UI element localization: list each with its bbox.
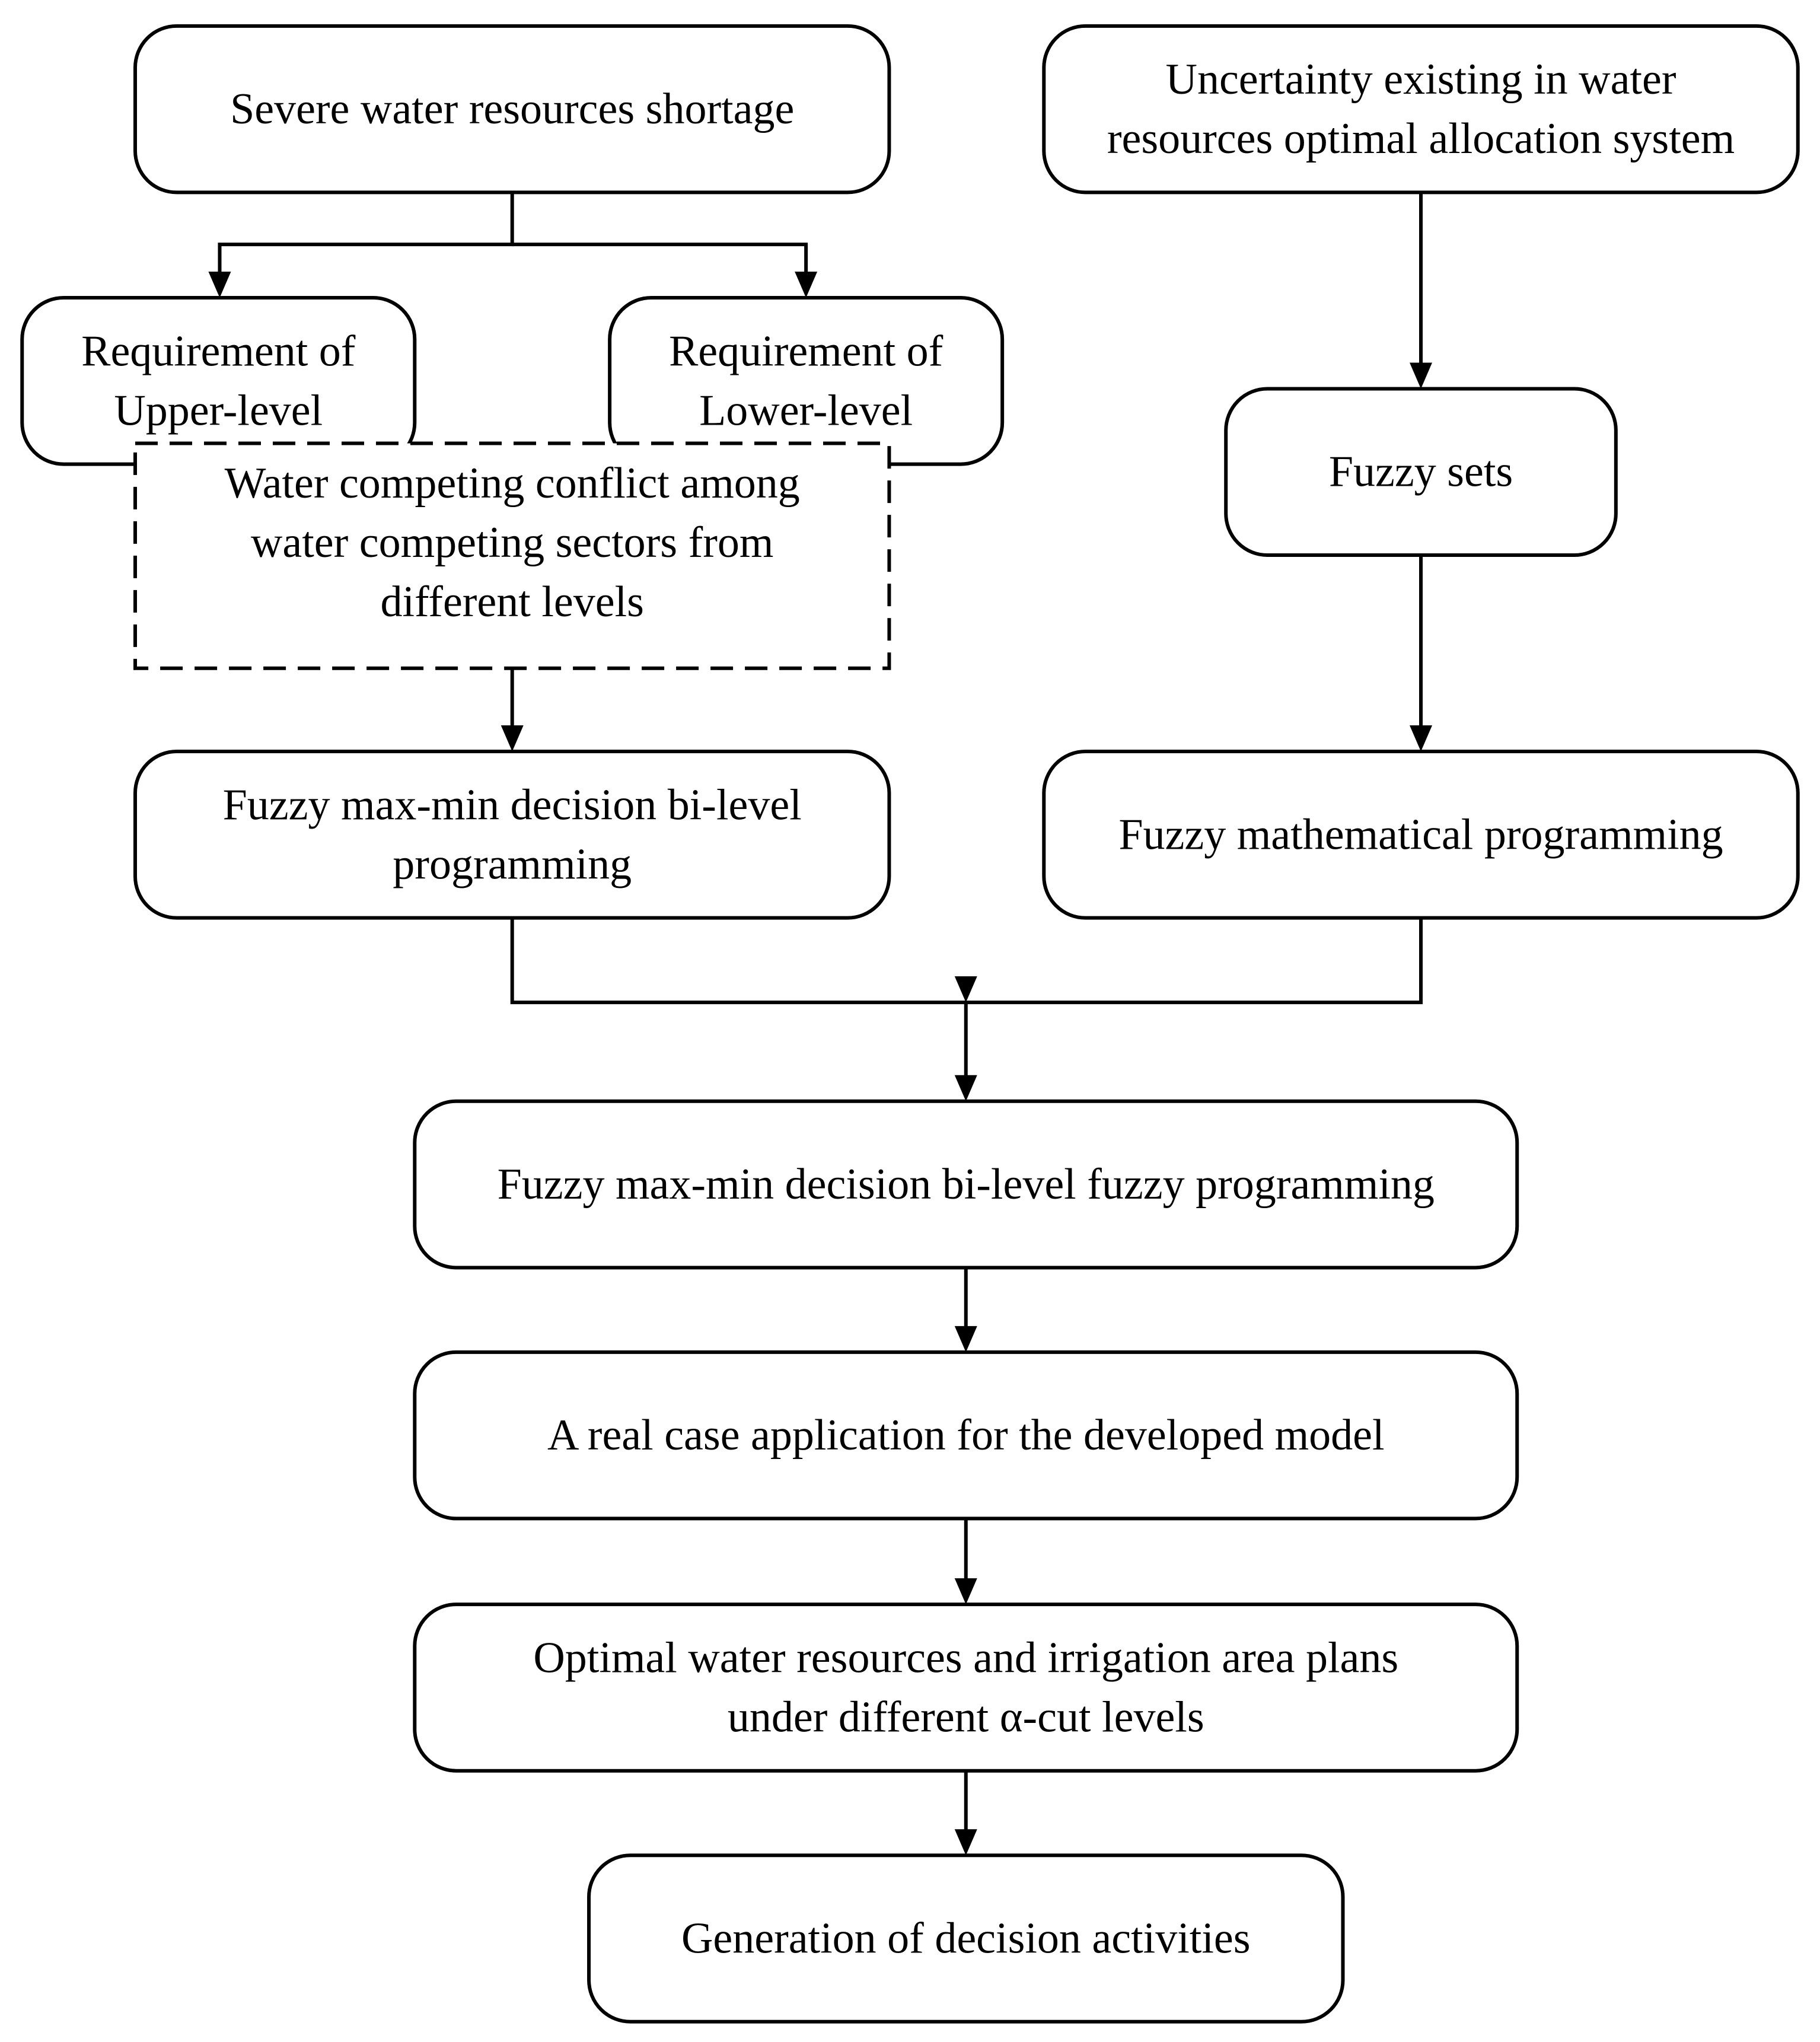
node-label-line: programming xyxy=(393,840,632,888)
node-lower: Requirement of Lower-level xyxy=(608,296,1005,466)
rounded-box xyxy=(133,24,891,195)
arrowhead-icon xyxy=(208,272,231,298)
rounded-box xyxy=(413,1603,1519,1773)
node-label-line: water competing sectors from xyxy=(251,518,774,567)
node-label-line: Severe water resources shortage xyxy=(230,85,794,133)
node-shortage: Severe water resources shortage xyxy=(133,24,891,195)
node-label-line: Uncertainty existing in water xyxy=(1166,55,1676,104)
rounded-box xyxy=(1224,387,1618,558)
arrowhead-icon xyxy=(1410,362,1433,389)
rounded-box xyxy=(413,1350,1519,1521)
edge-shortage-to-lower xyxy=(512,243,808,275)
arrowhead-icon xyxy=(954,976,977,1003)
dashed-box xyxy=(133,441,891,670)
rounded-box xyxy=(1042,750,1800,920)
node-label-line: Fuzzy max-min decision bi-level fuzzy pr… xyxy=(498,1160,1435,1209)
node-case: A real case application for the develope… xyxy=(413,1350,1519,1521)
rounded-box xyxy=(413,1099,1519,1270)
arrowhead-icon xyxy=(954,1829,977,1856)
arrowhead-icon xyxy=(1410,725,1433,752)
arrowhead-icon xyxy=(795,272,818,298)
node-bilevel: Fuzzy max-min decision bi-level programmi… xyxy=(133,750,891,920)
node-uncertainty: Uncertainty existing in water resources o… xyxy=(1042,24,1800,195)
edges-layer xyxy=(208,192,1433,1856)
node-plans: Optimal water resources and irrigation a… xyxy=(413,1603,1519,1773)
node-label-line: under different α-cut levels xyxy=(728,1693,1204,1741)
rounded-box xyxy=(587,1853,1345,2024)
node-label-line: Fuzzy mathematical programming xyxy=(1118,810,1723,859)
node-label-line: Fuzzy max-min decision bi-level xyxy=(223,781,802,829)
node-combined: Fuzzy max-min decision bi-level fuzzy pr… xyxy=(413,1099,1519,1270)
rounded-box xyxy=(20,296,417,466)
edge-bilevel-to-combined xyxy=(510,918,966,1005)
node-label-line: Water competing conflict among xyxy=(225,459,800,508)
arrowhead-icon xyxy=(954,1075,977,1101)
node-upper: Requirement of Upper-level xyxy=(20,296,417,466)
node-label-line: resources optimal allocation system xyxy=(1107,114,1735,163)
node-label-line: Fuzzy sets xyxy=(1329,448,1513,496)
node-label-line: Generation of decision activities xyxy=(681,1914,1251,1963)
arrowhead-icon xyxy=(954,1578,977,1605)
nodes-layer: Severe water resources shortage Uncertain… xyxy=(20,24,1800,2024)
rounded-box xyxy=(133,750,891,920)
node-activities: Generation of decision activities xyxy=(587,1853,1345,2024)
edge-fuzzy_math-to-combined xyxy=(964,918,1423,1078)
rounded-box xyxy=(1042,24,1800,195)
rounded-box xyxy=(608,296,1005,466)
node-fuzzy-sets: Fuzzy sets xyxy=(1224,387,1618,558)
node-label-line: Upper-level xyxy=(114,386,323,435)
node-label-line: Lower-level xyxy=(699,386,913,435)
node-label-line: Requirement of xyxy=(669,327,944,375)
node-label-line: Optimal water resources and irrigation a… xyxy=(533,1633,1398,1682)
node-conflict: Water competing conflict among water comp… xyxy=(133,441,891,670)
arrowhead-icon xyxy=(954,1326,977,1352)
node-label-line: Requirement of xyxy=(81,327,356,375)
node-label-line: different levels xyxy=(380,578,644,626)
node-label-line: A real case application for the develope… xyxy=(547,1411,1385,1460)
node-fuzzy-math: Fuzzy mathematical programming xyxy=(1042,750,1800,920)
edge-shortage-to-upper xyxy=(218,192,514,275)
arrowhead-icon xyxy=(501,725,524,752)
